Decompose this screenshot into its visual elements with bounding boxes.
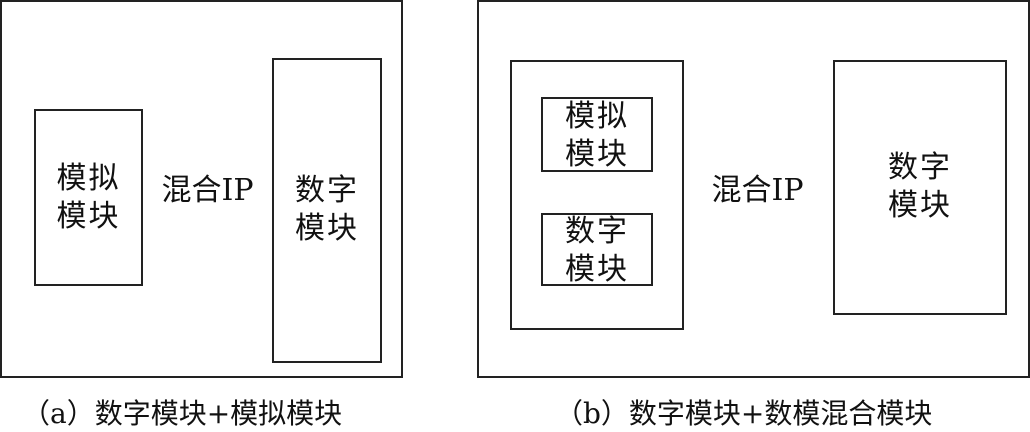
diagram-a-analog-label: 模拟 模块 [56, 161, 121, 234]
diagram-a-digital-label: 数字 模块 [295, 173, 359, 246]
diagram-a-digital-block [272, 58, 382, 363]
diagram-b-mixed-ip-label: 混合IP [711, 173, 804, 208]
diagram-a-caption: （a）数字模块+模拟模块 [22, 397, 343, 430]
diagram-b-inner-digital-label: 数字 模块 [565, 214, 629, 287]
diagram-b-digital-label: 数字 模块 [888, 150, 952, 223]
diagram-b-inner-digital-block [541, 213, 653, 286]
diagram-a-mixed-ip-label: 混合IP [161, 173, 254, 208]
diagram-a-analog-block [34, 109, 143, 286]
diagram-b-inner-analog-label: 模拟 模块 [565, 99, 629, 172]
diagram-b-digital-block [833, 60, 1007, 315]
diagram-b-inner-analog-block [541, 97, 653, 172]
diagram-b-caption: （b）数字模块+数模混合模块 [555, 397, 933, 430]
